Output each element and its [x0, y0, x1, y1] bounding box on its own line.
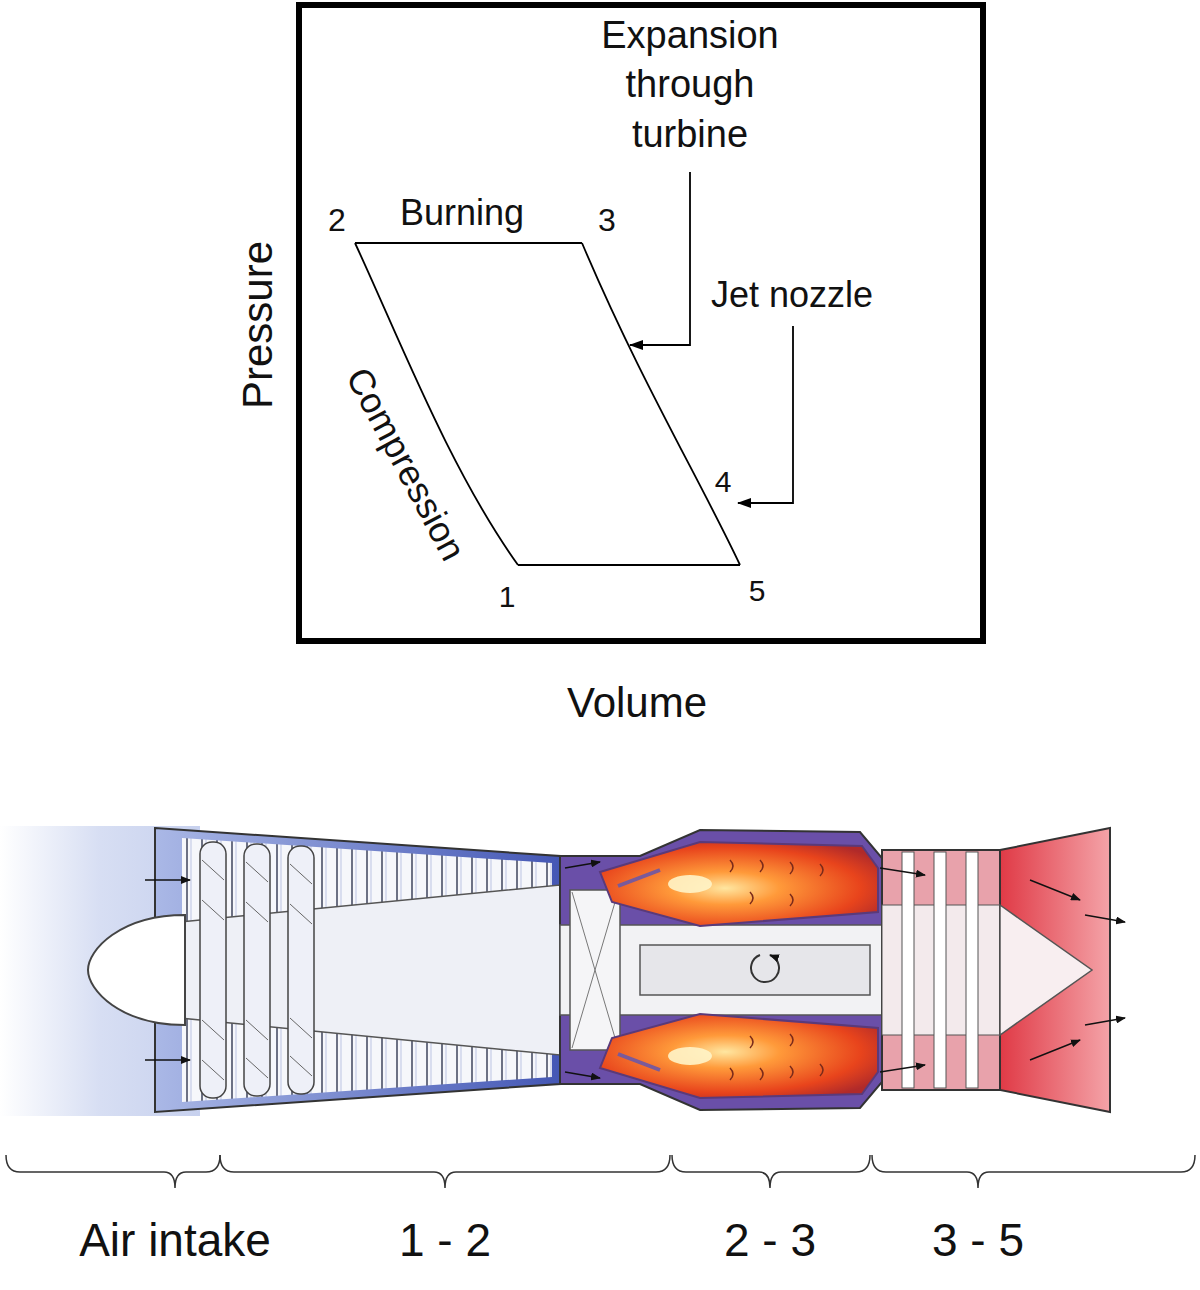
process-label: Jet nozzle — [711, 274, 873, 315]
point-number: 3 — [598, 202, 616, 239]
process-label: Expansion through turbine — [570, 11, 810, 159]
section-label: 1 - 2 — [399, 1214, 491, 1267]
process-label: Compression — [338, 361, 474, 568]
point-number: 4 — [715, 465, 732, 500]
process-label: Burning — [400, 192, 524, 233]
section-label: Air intake — [79, 1214, 271, 1267]
section-label: 3 - 5 — [932, 1214, 1024, 1267]
point-number: 5 — [749, 574, 766, 609]
point-number: 1 — [499, 580, 516, 615]
axis-title: Volume — [567, 679, 707, 727]
axis-title: Pressure — [234, 241, 282, 409]
point-number: 2 — [328, 202, 346, 239]
section-label: 2 - 3 — [724, 1214, 816, 1267]
